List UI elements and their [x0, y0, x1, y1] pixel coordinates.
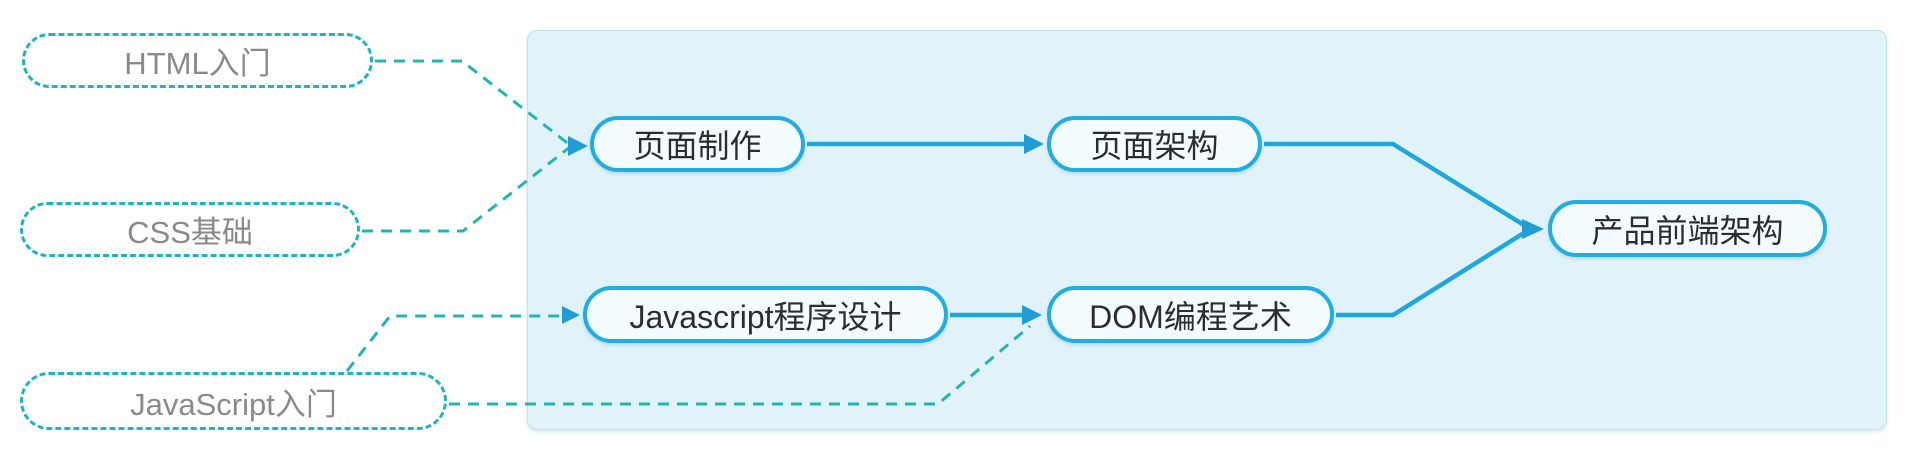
node-javascript-programming[interactable]: Javascript程序设计	[583, 286, 948, 343]
node-product-frontend-architecture[interactable]: 产品前端架构	[1548, 200, 1827, 257]
node-label: 产品前端架构	[1591, 212, 1784, 249]
node-page-architecture[interactable]: 页面架构	[1047, 116, 1262, 172]
node-css-basics[interactable]: CSS基础	[20, 202, 360, 257]
node-page-making[interactable]: 页面制作	[590, 116, 805, 172]
arrowhead-pagemake	[568, 136, 588, 156]
edge-pagearch-to-product	[1264, 141, 1529, 229]
edge-css-to-pagemake	[362, 145, 571, 233]
node-label: JavaScript入门	[130, 386, 337, 422]
edge-html-to-pagemake	[375, 59, 571, 147]
arrowhead-pagearch	[1024, 134, 1044, 154]
edge-jsintro-to-jsprog	[345, 314, 564, 372]
edge-dom-to-product	[1336, 229, 1529, 318]
arrowhead-dom	[1022, 305, 1042, 325]
node-label: HTML入门	[124, 46, 271, 81]
node-label: CSS基础	[127, 215, 253, 250]
arrowhead-product	[1522, 219, 1544, 239]
node-label: 页面架构	[1090, 128, 1219, 164]
node-javascript-intro[interactable]: JavaScript入门	[20, 372, 447, 430]
arrowhead-jsprog	[562, 306, 580, 324]
edge-jsintro-to-dom	[449, 324, 1031, 406]
node-label: Javascript程序设计	[629, 298, 902, 335]
node-label: 页面制作	[633, 128, 762, 164]
node-html-intro[interactable]: HTML入门	[22, 33, 373, 88]
node-dom-scripting[interactable]: DOM编程艺术	[1047, 286, 1334, 343]
node-label: DOM编程艺术	[1089, 298, 1292, 335]
